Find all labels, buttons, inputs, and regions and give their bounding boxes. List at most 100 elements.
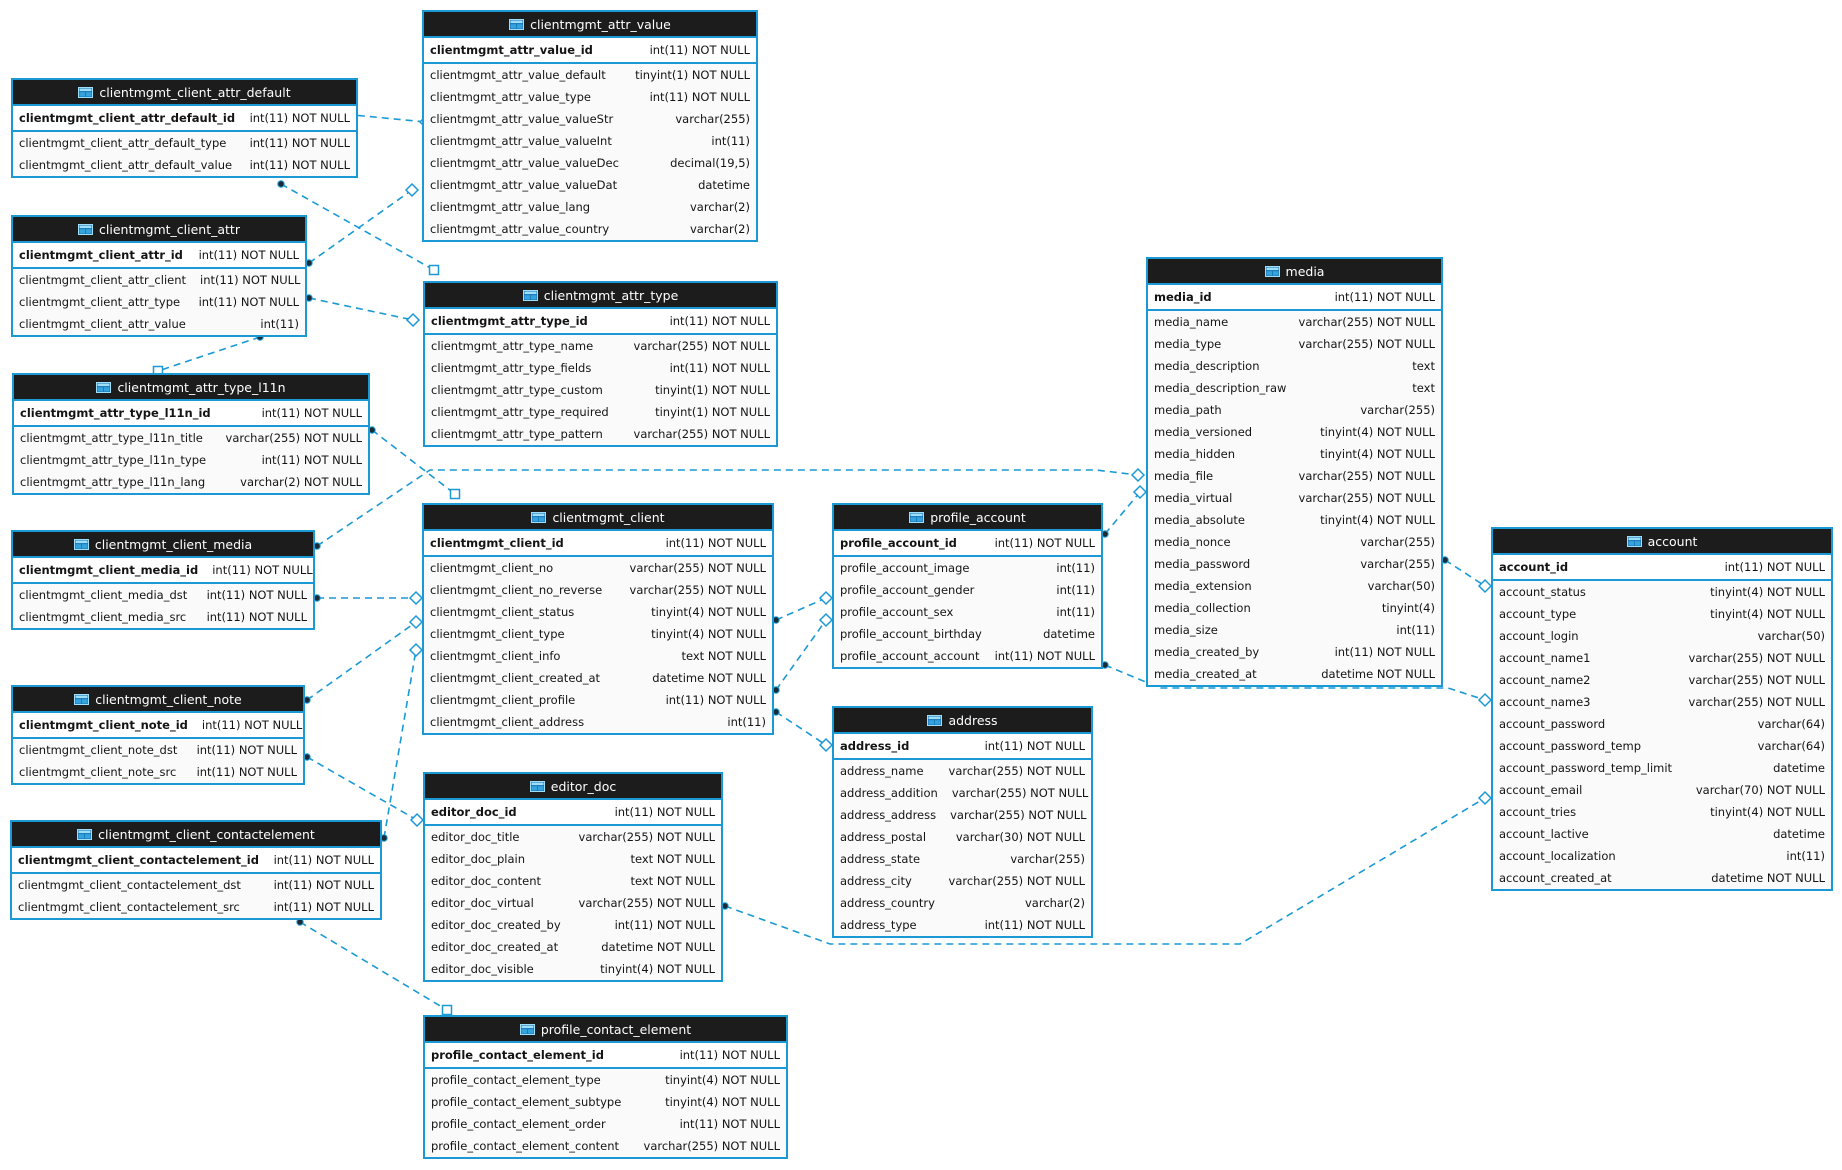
relationship-line[interactable] — [306, 621, 417, 701]
relationship-line[interactable] — [775, 619, 827, 691]
relationship-diamond-end[interactable] — [404, 182, 420, 198]
table-header[interactable]: clientmgmt_client_attr — [13, 217, 305, 243]
relationship-square-end[interactable] — [428, 264, 440, 276]
relationship-line[interactable] — [316, 469, 1139, 547]
table-header[interactable]: account — [1493, 529, 1831, 555]
table-header[interactable]: clientmgmt_client_media — [13, 532, 313, 558]
relationship-diamond-end[interactable] — [818, 612, 834, 628]
relationship-diamond-end[interactable] — [1477, 692, 1493, 708]
relationship-line[interactable] — [775, 711, 827, 746]
relationship-diamond-end[interactable] — [408, 642, 424, 658]
table-header[interactable]: clientmgmt_client_contactelement — [12, 822, 380, 848]
relationship-line[interactable] — [280, 183, 435, 271]
table-header[interactable]: clientmgmt_attr_type_l11n — [14, 375, 368, 401]
relationship-line[interactable] — [308, 189, 413, 264]
relationship-diamond-end[interactable] — [818, 737, 834, 753]
relationship-line[interactable] — [1444, 559, 1486, 587]
relationship-line[interactable] — [299, 921, 448, 1011]
relationship-diamond-end[interactable] — [405, 312, 421, 328]
table-header[interactable]: clientmgmt_attr_type — [425, 283, 776, 309]
table-clientmgmt_client_attr_default[interactable]: clientmgmt_client_attr_default clientmgmt… — [11, 78, 358, 178]
table-header[interactable]: clientmgmt_client — [424, 505, 772, 531]
table-header[interactable]: address — [834, 708, 1091, 734]
relationship-line[interactable] — [371, 429, 456, 495]
relationship-diamond-end[interactable] — [818, 590, 834, 606]
relationship-diamond-end[interactable] — [408, 614, 424, 630]
table-header[interactable]: profile_account — [834, 505, 1101, 531]
table-header[interactable]: clientmgmt_client_attr_default — [13, 80, 356, 106]
relationship-square-end[interactable] — [449, 488, 461, 500]
relationship-line[interactable] — [1104, 664, 1486, 701]
